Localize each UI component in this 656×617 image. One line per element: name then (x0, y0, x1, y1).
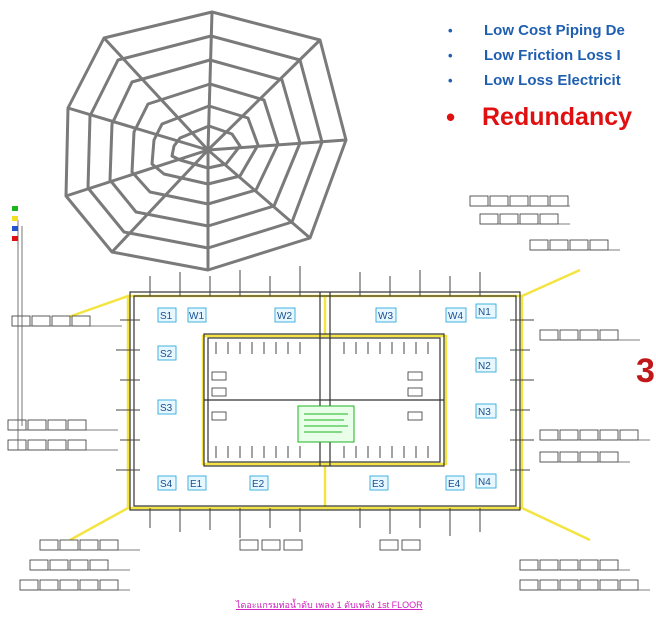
zone-e2: E2 (252, 479, 265, 490)
zone-s3: S3 (160, 403, 173, 414)
zone-n1: N1 (478, 307, 491, 318)
zone-n4: N4 (478, 477, 491, 488)
bullet-dot: • (446, 101, 456, 132)
left-markers (12, 206, 18, 241)
bullet-low-cost-piping: • Low Cost Piping De (440, 18, 656, 43)
zone-e1: E1 (190, 479, 203, 490)
zone-w2: W2 (277, 311, 292, 322)
center-legend-box (297, 405, 355, 443)
zone-n3: N3 (478, 407, 491, 418)
diagram-caption: ไดอะแกรมท่อน้ำดับ เพลง 1 ดับเพลิง 1st FL… (236, 600, 423, 610)
zone-w3: W3 (378, 311, 393, 322)
yellow-pipe-lines (59, 268, 591, 542)
zone-s4: S4 (160, 479, 173, 490)
zone-e3: E3 (372, 479, 385, 490)
side-number: 3 (636, 352, 655, 390)
zone-e4: E4 (448, 479, 461, 490)
bullet-dot: • (448, 48, 453, 63)
bullet-text: Redundancy (482, 102, 633, 131)
bullet-low-loss-electricity: • Low Loss Electricit (440, 68, 656, 93)
zone-s1: S1 (160, 311, 173, 322)
bullet-dot: • (448, 73, 453, 88)
bullet-dot: • (448, 23, 453, 38)
bullet-text: Low Loss Electricit (484, 72, 621, 89)
bullet-text: Low Friction Loss I (484, 47, 621, 64)
bullet-low-friction-loss: • Low Friction Loss I (440, 43, 656, 68)
zone-w4: W4 (448, 311, 463, 322)
inner-branches (116, 266, 534, 538)
zone-n2: N2 (478, 361, 491, 372)
main-pipe-loops (129, 291, 521, 511)
zone-w1: W1 (189, 311, 204, 322)
equipment-blocks (7, 195, 639, 591)
zone-s2: S2 (160, 349, 173, 360)
bullet-text: Low Cost Piping De (484, 22, 625, 39)
bullet-redundancy: • Redundancy (440, 97, 656, 137)
spider-web-icon (64, 10, 348, 272)
zone-labels (157, 303, 497, 491)
feature-bullet-list: • Low Cost Piping De • Low Friction Loss I… (440, 18, 656, 137)
